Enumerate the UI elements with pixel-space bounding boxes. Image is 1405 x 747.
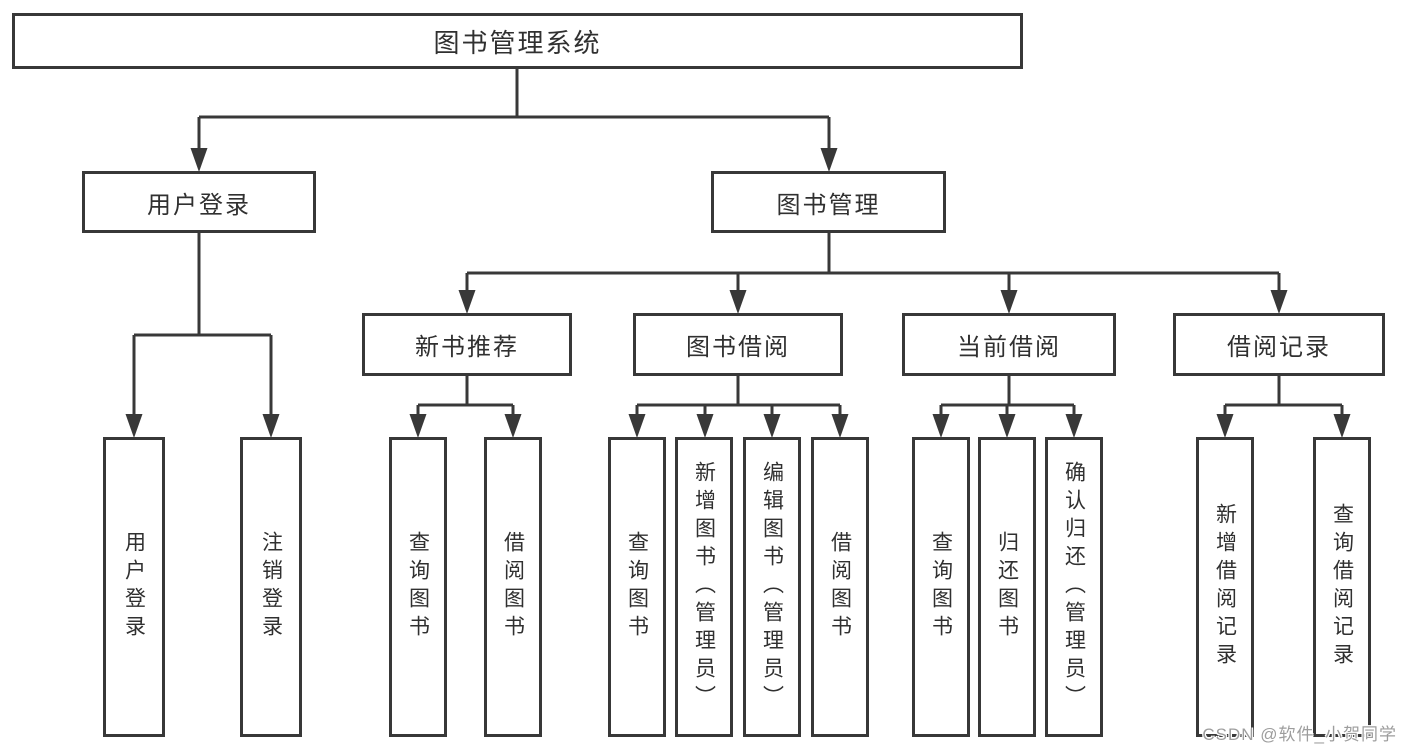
- connector-user-login-to-leaves: [125, 233, 280, 438]
- node-current-borrow-label: 当前借阅: [957, 334, 1061, 361]
- node-user-login: 用户登录: [82, 171, 316, 233]
- leaf-recommend-borrow-book-label: 借阅图书: [501, 531, 525, 643]
- connector-borrow-record-to-leaves: [1216, 376, 1351, 438]
- node-system-root-label: 图书管理系统: [433, 27, 602, 58]
- leaf-current-query-book: 查询图书: [912, 437, 970, 737]
- leaf-edit-book-admin: 编辑图书（管理员）: [743, 437, 801, 737]
- connector-root-to-level2: [190, 69, 838, 172]
- leaf-query-borrow-record-label: 查询借阅记录: [1330, 503, 1354, 671]
- node-new-book-recommend-label: 新书推荐: [415, 334, 519, 361]
- leaf-confirm-return-admin: 确认归还（管理员）: [1045, 437, 1103, 737]
- connector-new-book-rec-to-leaves: [409, 376, 522, 438]
- leaf-current-query-book-label: 查询图书: [929, 531, 953, 643]
- node-system-root: 图书管理系统: [12, 13, 1023, 69]
- node-borrow-record-label: 借阅记录: [1227, 334, 1331, 361]
- leaf-add-borrow-record: 新增借阅记录: [1196, 437, 1254, 737]
- leaf-return-book: 归还图书: [978, 437, 1036, 737]
- node-user-login-label: 用户登录: [147, 191, 251, 219]
- leaf-user-login-label: 用户登录: [122, 531, 146, 643]
- leaf-edit-book-admin-label: 编辑图书（管理员）: [760, 461, 784, 713]
- leaf-recommend-borrow-book: 借阅图书: [484, 437, 542, 737]
- leaf-add-borrow-record-label: 新增借阅记录: [1213, 503, 1237, 671]
- leaf-return-book-label: 归还图书: [995, 531, 1019, 643]
- leaf-recommend-query-book-label: 查询图书: [406, 531, 430, 643]
- node-new-book-recommend: 新书推荐: [362, 313, 572, 376]
- connector-book-borrow-to-leaves: [628, 376, 849, 438]
- node-book-borrow: 图书借阅: [633, 313, 843, 376]
- leaf-query-borrow-record: 查询借阅记录: [1313, 437, 1371, 737]
- node-book-management-label: 图书管理: [776, 191, 881, 219]
- node-book-management: 图书管理: [711, 171, 946, 233]
- node-current-borrow: 当前借阅: [902, 313, 1116, 376]
- node-book-borrow-label: 图书借阅: [686, 334, 790, 361]
- connector-current-borrow-to-leaves: [932, 376, 1083, 438]
- leaf-confirm-return-admin-label: 确认归还（管理员）: [1062, 461, 1086, 713]
- leaf-recommend-query-book: 查询图书: [389, 437, 447, 737]
- connector-book-mgmt-to-level3: [458, 233, 1288, 314]
- leaf-borrow-query-book: 查询图书: [608, 437, 666, 737]
- leaf-logout-label: 注销登录: [259, 531, 283, 643]
- leaf-add-book-admin: 新增图书（管理员）: [675, 437, 733, 737]
- leaf-logout: 注销登录: [240, 437, 302, 737]
- csdn-watermark: CSDN @软件_小贺同学: [1202, 725, 1397, 744]
- leaf-borrow-query-book-label: 查询图书: [625, 531, 649, 643]
- leaf-add-book-admin-label: 新增图书（管理员）: [692, 461, 716, 713]
- node-borrow-record: 借阅记录: [1173, 313, 1385, 376]
- leaf-user-login: 用户登录: [103, 437, 165, 737]
- leaf-borrow-book-label: 借阅图书: [828, 531, 852, 643]
- leaf-borrow-book: 借阅图书: [811, 437, 869, 737]
